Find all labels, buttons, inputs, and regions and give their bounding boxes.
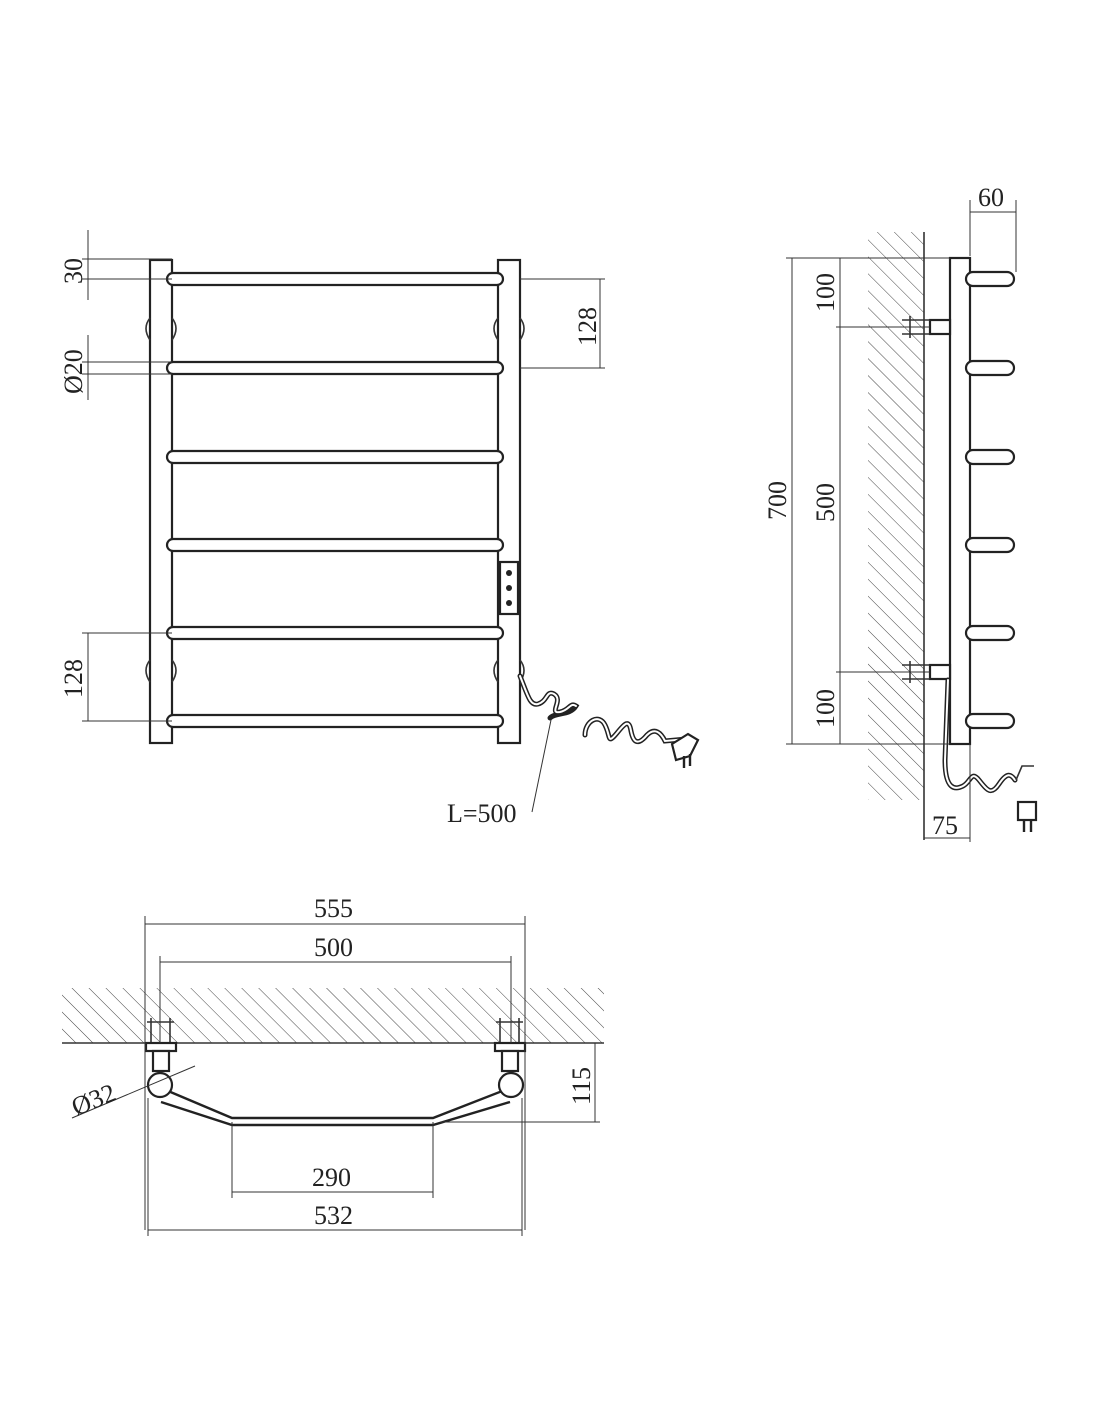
dim-700-label: 700 (763, 481, 792, 520)
dim-128-top-label: 128 (573, 307, 602, 346)
side-rung-1 (964, 270, 1016, 288)
dim-30-label: 30 (59, 258, 88, 284)
top-rung-inner (160, 1100, 511, 1127)
left-vertical-post (148, 258, 174, 745)
plug-icon (670, 732, 700, 768)
dim-d32-label: Ø32 (67, 1078, 119, 1122)
side-rungs-group (964, 270, 1016, 730)
rung-6 (165, 713, 505, 729)
dim-100-bottom-label: 100 (811, 689, 840, 728)
dim-500-top-label: 500 (314, 933, 353, 962)
side-rung-6 (964, 712, 1016, 730)
post-circle-left (146, 1071, 174, 1099)
cord-length-label: L=500 (447, 799, 517, 828)
side-rung-5 (964, 624, 1016, 642)
rung-3 (165, 449, 505, 465)
top-view: 555 500 Ø32 115 290 532 (62, 894, 604, 1236)
bottom-brackets (145, 659, 525, 683)
side-post (948, 256, 972, 746)
cord-leader (531, 719, 552, 813)
rung-1 (165, 271, 505, 287)
rung-4 (165, 537, 505, 553)
side-rung-3 (964, 448, 1016, 466)
control-dot-2 (506, 585, 512, 591)
rung-2 (165, 360, 505, 376)
rungs-group (165, 271, 505, 729)
dim-500-label: 500 (811, 483, 840, 522)
side-rung-2 (964, 359, 1016, 377)
dim-532-label: 532 (314, 1201, 353, 1230)
power-cord-tail (582, 716, 690, 745)
wall-hatch-top (62, 988, 604, 1043)
dim-60-label: 60 (978, 183, 1004, 212)
rung-5 (165, 625, 505, 641)
side-plug-icon (1016, 800, 1038, 832)
post-circle-right (497, 1071, 525, 1099)
dim-290-label: 290 (312, 1163, 351, 1192)
top-mount-left (144, 1018, 178, 1073)
dim-d20-label: Ø20 (59, 349, 88, 394)
dim-128-bottom-label: 128 (59, 659, 88, 698)
control-dot-1 (506, 570, 512, 576)
dim-75-label: 75 (932, 811, 958, 840)
wall-hatch-side (868, 232, 924, 800)
front-view: L=500 30 Ø20 128 128 (59, 230, 700, 828)
top-mount-right (493, 1018, 527, 1073)
side-view: 60 700 100 500 100 75 (763, 183, 1038, 842)
right-vertical-post (496, 258, 522, 745)
dim-555-label: 555 (314, 894, 353, 923)
side-rung-4 (964, 536, 1016, 554)
dim-100-top-label: 100 (811, 273, 840, 312)
control-dot-3 (506, 600, 512, 606)
side-mount-bottom (902, 661, 952, 683)
top-rung-outer (160, 1086, 511, 1120)
top-brackets (145, 317, 525, 341)
dim-115-label: 115 (567, 1067, 596, 1105)
